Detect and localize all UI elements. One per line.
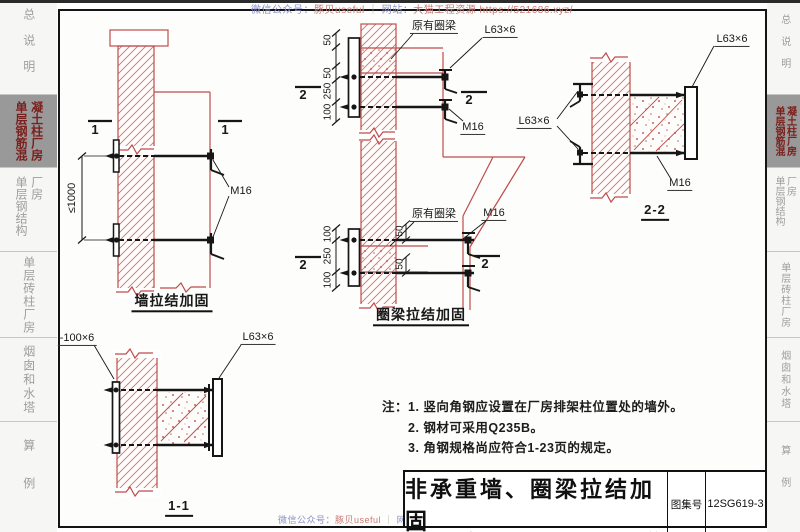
sidebar-item-chimney-watertower[interactable]: 烟囱和水塔 — [767, 338, 800, 422]
dim-label: 50 — [322, 67, 334, 79]
page-edge-index-right: 总说明 单层钢筋混 凝土柱厂房 单层钢结构 厂房 单层砖柱厂房 烟囱和水塔 算例 — [767, 0, 800, 532]
watermark-top: 微信公众号：豚贝useful ｜ 网站：大猫工程资源 https://52168… — [251, 5, 573, 16]
atlas-number-value: 12SG619-3 — [705, 472, 765, 532]
sidebar-item-examples[interactable]: 算例 — [0, 422, 57, 532]
dim-label: 250 — [322, 82, 334, 100]
rod-offset-label: 50 — [394, 258, 406, 270]
dim-label: 100 — [322, 225, 334, 243]
scan-edge-strip — [0, 0, 800, 3]
atlas-number-label: 图集号 — [667, 472, 705, 532]
section-mark-2: 2 — [465, 91, 473, 107]
dim-label: 100 — [322, 271, 334, 289]
drawing-title-ring-beam: 圈梁拉结加固 — [373, 306, 469, 327]
section-mark-1-left: 1 — [91, 121, 99, 137]
existing-ring-beam-label: 原有圈梁 — [410, 208, 458, 223]
rod-offset-label: 50 — [394, 225, 406, 237]
bolt-m16-label: M16 — [230, 184, 252, 197]
sidebar-item-general-notes[interactable]: 总说明 — [767, 0, 800, 95]
bolt-m16-label: M16 — [667, 177, 693, 192]
notes-line-1: 注：1. 竖向角钢应设置在厂房排架柱位置处的墙外。 — [382, 400, 684, 414]
drawing-title-1-1: 1-1 — [165, 498, 193, 518]
title-block-row-title: 非承重墙、圈梁拉结加固 图集号 12SG619-3 — [405, 472, 765, 532]
sidebar-item-steel-plant[interactable]: 单层钢结构 厂房 — [0, 168, 57, 252]
sidebar-item-rc-column-plant[interactable]: 单层钢筋混 凝土柱厂房 — [767, 95, 800, 168]
dim-label: 250 — [322, 247, 334, 265]
drawing-title-2-2: 2-2 — [641, 202, 669, 222]
sidebar-item-brick-column-plant[interactable]: 单层砖柱厂房 — [0, 252, 57, 338]
sidebar-item-brick-column-plant[interactable]: 单层砖柱厂房 — [767, 252, 800, 338]
dim-label: 50 — [322, 34, 334, 46]
angle-l63-label: L63×6 — [240, 331, 276, 346]
section-mark-2: 2 — [481, 255, 489, 271]
section-mark-2: 2 — [299, 256, 307, 272]
drawing-title-wall-tie: 墙拉结加固 — [131, 292, 213, 313]
angle-l63-label: L63×6 — [482, 24, 518, 39]
sheet-title: 非承重墙、圈梁拉结加固 — [405, 477, 656, 532]
notes-line-2: 2. 钢材可采用Q235B。 — [408, 421, 544, 435]
dim-label: 100 — [322, 103, 334, 121]
existing-ring-beam-label: 原有圈梁 — [410, 20, 458, 35]
page-edge-index-left: 总说明 单层钢筋混 凝土柱厂房 单层钢结构 厂房 单层砖柱厂房 烟囱和水塔 算例 — [0, 0, 57, 532]
angle-l63-label: L63×6 — [516, 115, 552, 130]
angle-l63-label: L63×6 — [714, 33, 750, 48]
notes-line-3: 3. 角钢规格尚应符合1-23页的规定。 — [408, 441, 620, 455]
section-mark-1-right: 1 — [221, 121, 229, 137]
notes-prefix: 注： — [382, 400, 409, 414]
sidebar-item-steel-plant[interactable]: 单层钢结构 厂房 — [767, 168, 800, 252]
sidebar-item-rc-column-plant[interactable]: 单层钢筋混 凝土柱厂房 — [0, 95, 57, 168]
bolt-m16-label: M16 — [481, 207, 507, 222]
sidebar-item-chimney-watertower[interactable]: 烟囱和水塔 — [0, 338, 57, 422]
dim-spacing-label: ≤1000 — [65, 182, 78, 214]
title-block: 非承重墙、圈梁拉结加固 图集号 12SG619-3 审核 张作运 校对 温庆东 … — [403, 470, 767, 532]
section-mark-2: 2 — [299, 86, 307, 102]
sidebar-item-general-notes[interactable]: 总说明 — [0, 0, 57, 95]
sidebar-item-examples[interactable]: 算例 — [767, 422, 800, 532]
bolt-m16-label: M16 — [460, 121, 486, 136]
plate-label: -100×6 — [57, 332, 97, 347]
